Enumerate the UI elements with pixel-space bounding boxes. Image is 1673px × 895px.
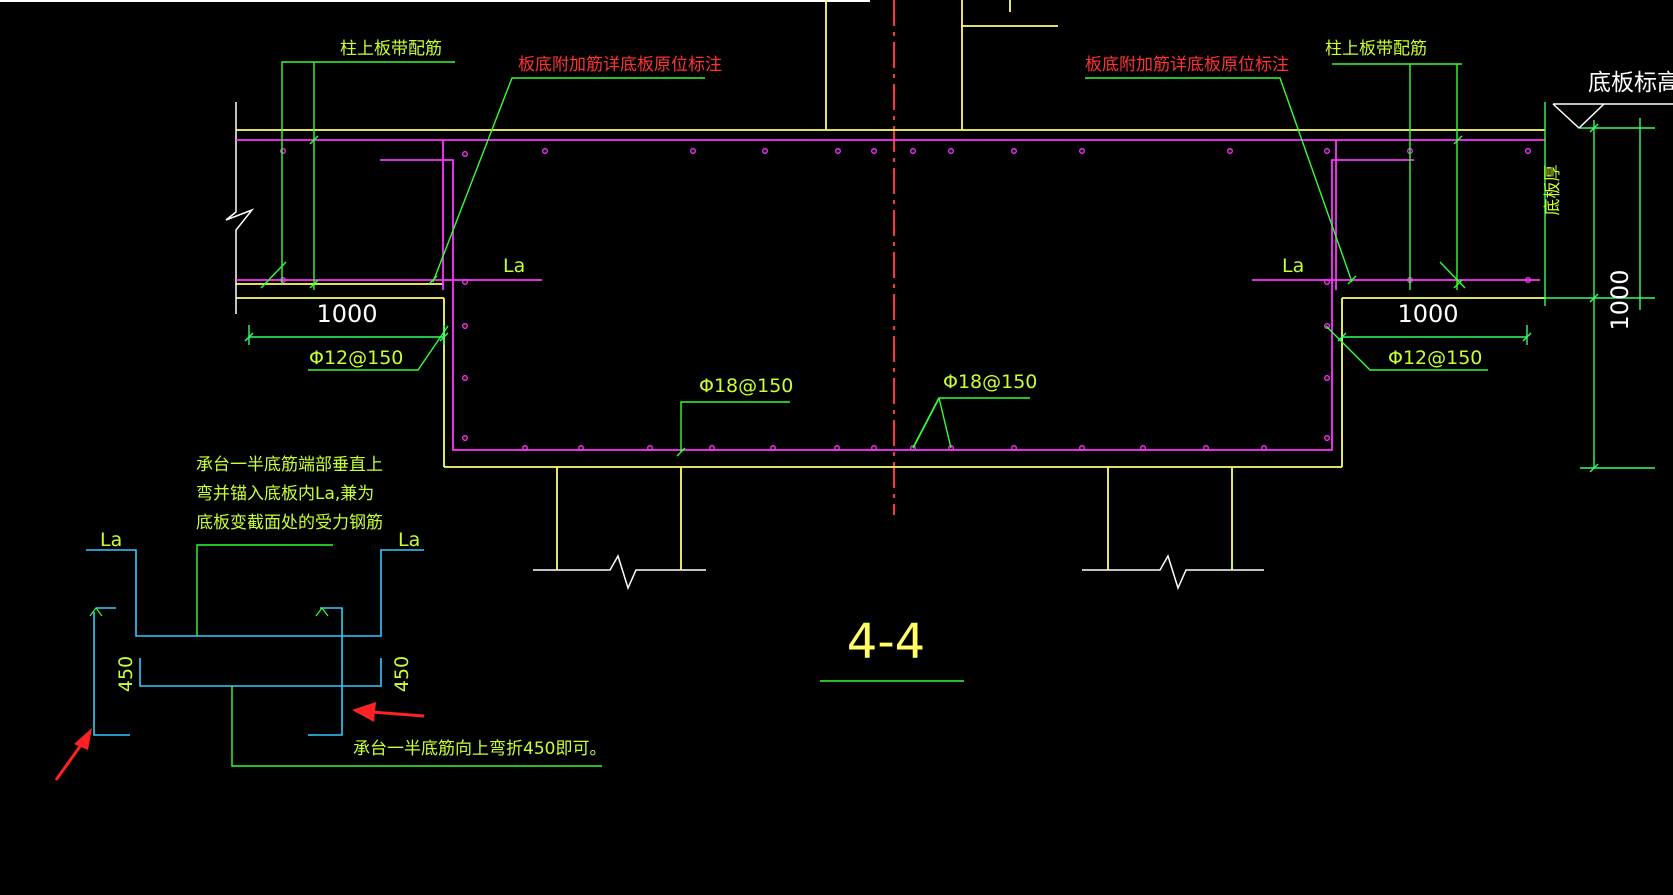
label-la-right: La [1282, 255, 1304, 277]
label-column-strip-right: 柱上板带配筋 [1325, 39, 1427, 59]
label-slab-thickness: 底板厚 [1543, 165, 1563, 216]
dim-1000-left: 1000 [316, 300, 377, 328]
detail-arrow-heads [89, 607, 329, 617]
dim-1000-right: 1000 [1397, 300, 1458, 328]
label-additional-bars-right: 板底附加筋详底板原位标注 [1085, 55, 1289, 75]
slab-break-line [225, 102, 255, 314]
dim-1000-vertical: 1000 [1606, 269, 1634, 330]
label-la-left: La [503, 255, 525, 277]
red-arrow-annotations [54, 702, 425, 781]
detail-note-line2: 弯并锚入底板内La,兼为 [196, 484, 374, 504]
detail-note-line3: 底板变截面处的受力钢筋 [196, 513, 383, 533]
detail-la-right: La [398, 529, 420, 551]
concrete-outline [236, 0, 1545, 570]
label-slab-elevation: 底板标高 [1588, 70, 1673, 96]
label-rebar-12-right: Φ12@150 [1388, 347, 1482, 369]
label-rebar-18-right: Φ18@150 [943, 371, 1037, 393]
leader-lines [260, 61, 1488, 457]
detail-dim-450-right: 450 [391, 656, 413, 692]
rebar-lines [236, 139, 1545, 451]
detail-note-bottom: 承台一半底筋向上弯折450即可。 [353, 739, 606, 759]
label-rebar-12-left: Φ12@150 [309, 347, 403, 369]
section-title: 4-4 [847, 614, 925, 670]
label-rebar-18-left: Φ18@150 [699, 375, 793, 397]
elevation-symbol [1552, 103, 1673, 130]
detail-rebar-diagram [86, 549, 424, 736]
pile-break-lines [533, 554, 1264, 591]
detail-dim-450-left: 450 [115, 656, 137, 692]
detail-la-left: La [100, 529, 122, 551]
label-column-strip-left: 柱上板带配筋 [340, 39, 442, 59]
detail-note-line1: 承台一半底筋端部垂直上 [196, 455, 383, 475]
label-additional-bars-left: 板底附加筋详底板原位标注 [518, 55, 722, 75]
dimension-lines [244, 102, 1655, 473]
detail-leaders [196, 544, 602, 767]
